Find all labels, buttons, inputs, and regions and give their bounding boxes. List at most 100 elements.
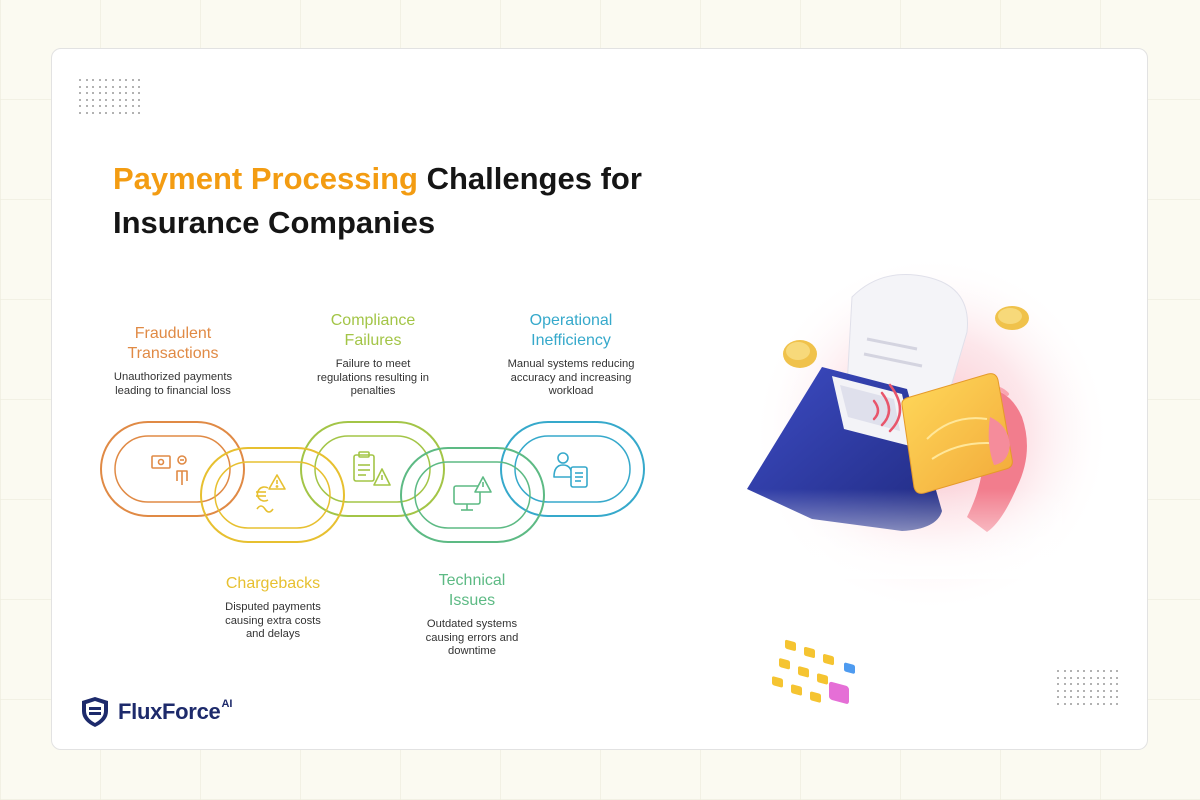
dot — [1057, 696, 1059, 699]
dot-pattern-top-left — [79, 79, 145, 119]
dot — [79, 98, 81, 101]
infographic-card: Payment Processing Challenges for Insura… — [51, 48, 1148, 750]
dot — [1083, 676, 1086, 679]
dot — [1103, 676, 1106, 679]
dot — [111, 111, 114, 114]
dot — [138, 92, 141, 95]
dot — [92, 85, 95, 88]
dot — [1063, 676, 1066, 679]
title-rest: Challenges for Insurance Companies — [113, 161, 642, 240]
dot — [98, 111, 101, 114]
dot — [1076, 702, 1079, 705]
dot — [1096, 702, 1099, 705]
dot — [125, 85, 128, 88]
desc-fraudulent-transactions: Unauthorized payments leading to financi… — [113, 371, 233, 397]
dot — [1116, 696, 1119, 699]
dot — [1070, 683, 1073, 686]
dot — [1089, 702, 1092, 705]
label-fraudulent-transactions: Fraudulent Transactions Unauthorized pay… — [93, 324, 253, 398]
coin-left — [783, 340, 817, 368]
dot — [1103, 702, 1106, 705]
dot — [1083, 683, 1086, 686]
dot — [105, 79, 108, 81]
dot — [92, 98, 95, 101]
dot — [138, 111, 141, 114]
dot — [1116, 670, 1119, 672]
dot — [79, 111, 81, 114]
shield-logo-icon — [82, 697, 108, 727]
dot — [92, 105, 95, 108]
dot — [138, 105, 141, 108]
dot — [79, 85, 81, 88]
dot — [1070, 696, 1073, 699]
dot — [1076, 689, 1079, 692]
dot — [98, 105, 101, 108]
dot — [111, 105, 114, 108]
dot — [85, 79, 88, 81]
dot — [1063, 683, 1066, 686]
chain-link-fraudulent — [100, 421, 245, 517]
desc-operational-inefficiency: Manual systems reducing accuracy and inc… — [507, 358, 635, 397]
dot — [85, 92, 88, 95]
dot — [118, 111, 121, 114]
dot — [1103, 683, 1106, 686]
dot — [105, 98, 108, 101]
dot — [1057, 676, 1059, 679]
desc-compliance-failures: Failure to meet regulations resulting in… — [317, 358, 429, 397]
user-document-icon — [553, 452, 588, 488]
dot — [98, 92, 101, 95]
dot — [125, 111, 128, 114]
chain-link-compliance — [300, 421, 445, 517]
dot — [1063, 689, 1066, 692]
brand-suffix: AI — [221, 698, 233, 710]
dot — [105, 85, 108, 88]
dot — [1089, 689, 1092, 692]
dot — [1109, 676, 1112, 679]
dot — [85, 98, 88, 101]
dot — [125, 92, 128, 95]
contactless-icon — [872, 383, 902, 433]
dot — [118, 98, 121, 101]
dot — [92, 79, 95, 81]
chain-link-technical — [400, 447, 545, 543]
money-fraud-icon — [151, 455, 188, 485]
coin-right — [995, 306, 1029, 330]
title-highlight: Payment Processing — [113, 161, 418, 196]
heading-compliance-failures: Compliance Failures — [330, 312, 416, 349]
page-title: Payment Processing Challenges for Insura… — [113, 157, 753, 245]
dot — [138, 79, 141, 81]
dot — [111, 98, 114, 101]
dot — [1096, 670, 1099, 672]
dot — [1109, 689, 1112, 692]
dot — [1057, 683, 1059, 686]
dot — [98, 98, 101, 101]
heading-chargebacks: Chargebacks — [225, 575, 321, 592]
dot — [79, 79, 81, 81]
dot — [1089, 676, 1092, 679]
dot — [1116, 676, 1119, 679]
dot — [111, 85, 114, 88]
dot — [105, 92, 108, 95]
desc-technical-issues: Outdated systems causing errors and down… — [425, 618, 519, 657]
dot — [1089, 683, 1092, 686]
dot — [105, 111, 108, 114]
dot — [1083, 670, 1086, 672]
dot — [1057, 689, 1059, 692]
dot — [1063, 696, 1066, 699]
dot — [1116, 702, 1119, 705]
dot — [1103, 670, 1106, 672]
dot — [125, 105, 128, 108]
dot — [85, 105, 88, 108]
dot — [1116, 683, 1119, 686]
dot — [1070, 670, 1073, 672]
dot — [1109, 702, 1112, 705]
credit-card — [901, 373, 1013, 494]
thumb — [988, 417, 1010, 465]
dot — [1109, 670, 1112, 672]
dot — [85, 85, 88, 88]
dot — [118, 92, 121, 95]
dot — [79, 92, 81, 95]
dot — [92, 92, 95, 95]
heading-operational-inefficiency: Operational Inefficiency — [529, 312, 613, 349]
